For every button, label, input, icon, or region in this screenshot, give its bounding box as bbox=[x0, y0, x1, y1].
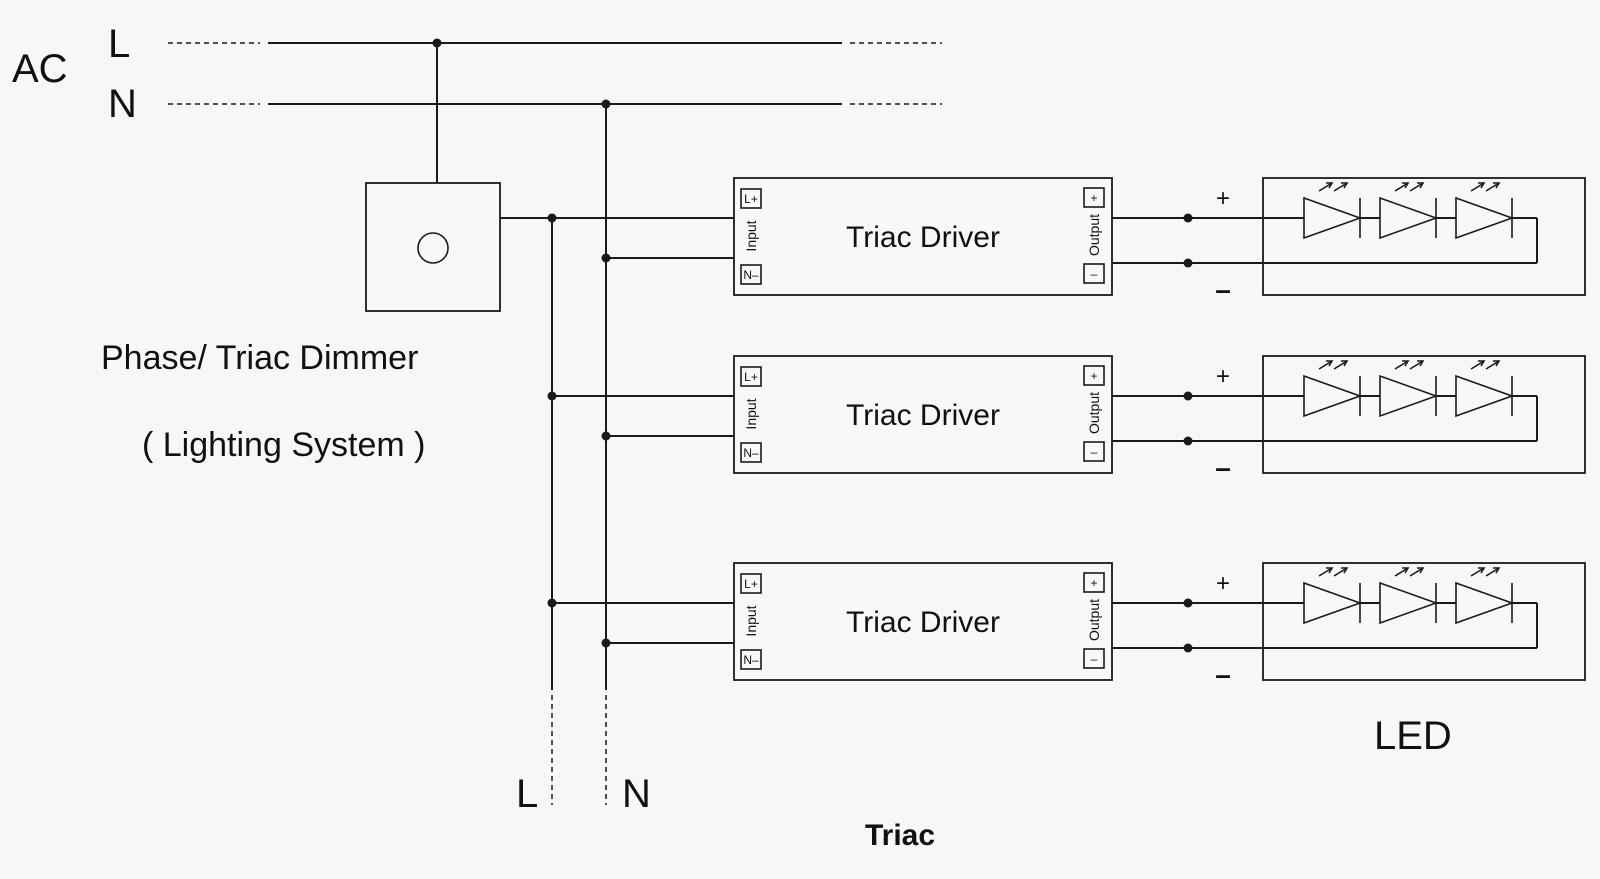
input-plus-terminal bbox=[740, 573, 762, 594]
driver-box bbox=[733, 177, 1113, 296]
output-minus-terminal bbox=[1083, 441, 1105, 462]
dimmer-subtitle: ( Lighting System ) bbox=[142, 426, 425, 464]
ac-neutral-label: N bbox=[108, 82, 137, 126]
input-plus-terminal bbox=[740, 366, 762, 387]
led-diode-icon bbox=[1303, 182, 1363, 240]
driver-row: Triac Driver L+ N– Input + – Output + – bbox=[601, 177, 1586, 305]
led-diode-icon bbox=[1303, 360, 1363, 418]
input-label: Input bbox=[743, 220, 759, 251]
output-minus-label: – bbox=[1091, 652, 1098, 666]
led-label: LED bbox=[1374, 714, 1452, 758]
bus-line-label: L bbox=[516, 772, 538, 816]
output-minus-terminal bbox=[1083, 263, 1105, 284]
input-label: Input bbox=[743, 605, 759, 636]
led-diode-icon bbox=[1379, 182, 1439, 240]
ac-label: AC bbox=[12, 47, 68, 91]
input-minus-terminal bbox=[740, 649, 762, 670]
junction-dot bbox=[1183, 391, 1193, 401]
junction-dot bbox=[547, 598, 557, 608]
minus-sign: – bbox=[1215, 452, 1231, 483]
input-plus-label: L+ bbox=[744, 192, 758, 206]
output-plus-terminal bbox=[1083, 187, 1105, 208]
output-plus-label: + bbox=[1090, 191, 1097, 205]
junction-dot bbox=[1183, 258, 1193, 268]
driver-label: Triac Driver bbox=[846, 606, 1000, 639]
output-plus-label: + bbox=[1090, 576, 1097, 590]
plus-sign: + bbox=[1216, 363, 1230, 390]
led-strip-box bbox=[1262, 355, 1586, 474]
led-diode-icon bbox=[1379, 567, 1439, 625]
input-minus-terminal bbox=[740, 442, 762, 463]
junction-dot bbox=[1183, 643, 1193, 653]
dimmer-title: Phase/ Triac Dimmer bbox=[101, 339, 418, 377]
led-diode-icon bbox=[1303, 567, 1363, 625]
junction-dot bbox=[1183, 436, 1193, 446]
input-minus-label: N– bbox=[743, 268, 759, 282]
output-plus-terminal bbox=[1083, 572, 1105, 593]
driver-label: Triac Driver bbox=[846, 221, 1000, 254]
caption: Triac bbox=[865, 819, 935, 852]
junction-dot bbox=[547, 391, 557, 401]
input-minus-terminal bbox=[740, 264, 762, 285]
ac-line-label: L bbox=[108, 22, 130, 66]
plus-sign: + bbox=[1216, 185, 1230, 212]
output-label: Output bbox=[1086, 392, 1102, 434]
input-label: Input bbox=[743, 398, 759, 429]
minus-sign: – bbox=[1215, 274, 1231, 305]
driver-box bbox=[733, 562, 1113, 681]
input-minus-label: N– bbox=[743, 446, 759, 460]
junction-dot bbox=[547, 213, 557, 223]
led-diode-icon bbox=[1455, 567, 1515, 625]
output-minus-terminal bbox=[1083, 648, 1105, 669]
driver-row: Triac Driver L+ N– Input + – Output + – bbox=[547, 562, 1586, 690]
bus-neutral-label: N bbox=[622, 772, 651, 816]
junction-dot bbox=[601, 431, 611, 441]
input-plus-label: L+ bbox=[744, 370, 758, 384]
driver-row: Triac Driver L+ N– Input + – Output + – bbox=[547, 355, 1586, 483]
output-label: Output bbox=[1086, 214, 1102, 256]
junction-dot bbox=[1183, 598, 1193, 608]
junction-dot bbox=[601, 638, 611, 648]
input-plus-terminal bbox=[740, 188, 762, 209]
output-minus-label: – bbox=[1091, 267, 1098, 281]
output-label: Output bbox=[1086, 599, 1102, 641]
dimmer-knob-icon bbox=[417, 232, 449, 264]
led-diode-icon bbox=[1455, 182, 1515, 240]
led-strip-box bbox=[1262, 562, 1586, 681]
junction-dot bbox=[601, 253, 611, 263]
led-diode-icon bbox=[1379, 360, 1439, 418]
output-plus-terminal bbox=[1083, 365, 1105, 386]
driver-box bbox=[733, 355, 1113, 474]
driver-label: Triac Driver bbox=[846, 399, 1000, 432]
plus-sign: + bbox=[1216, 570, 1230, 597]
dimmer-box bbox=[365, 182, 501, 312]
junction-dot bbox=[1183, 213, 1193, 223]
output-minus-label: – bbox=[1091, 445, 1098, 459]
input-minus-label: N– bbox=[743, 653, 759, 667]
input-plus-label: L+ bbox=[744, 577, 758, 591]
led-diode-icon bbox=[1455, 360, 1515, 418]
minus-sign: – bbox=[1215, 659, 1231, 690]
output-plus-label: + bbox=[1090, 369, 1097, 383]
led-strip-box bbox=[1262, 177, 1586, 296]
